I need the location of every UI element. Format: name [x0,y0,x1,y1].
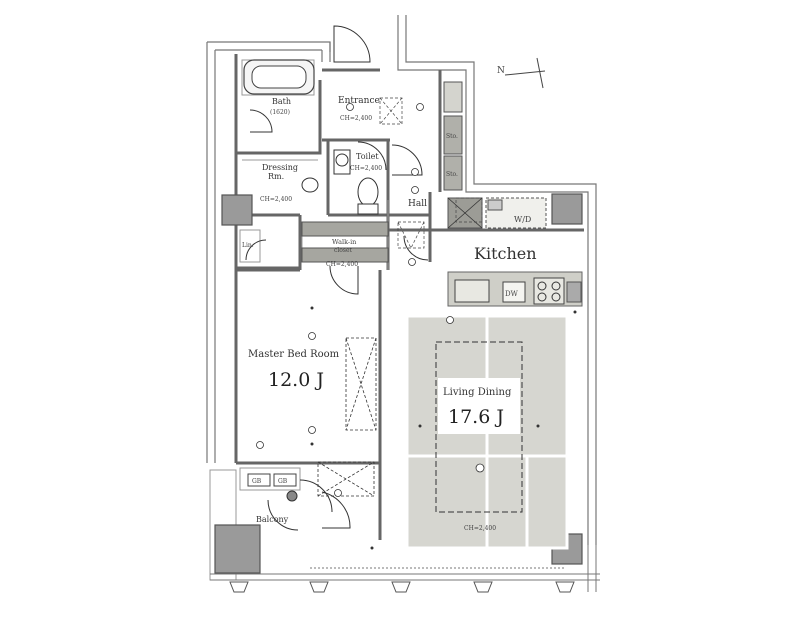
toilet-label: Toilet [356,152,379,161]
storage2-label: Sto. [446,171,458,178]
bath-size: (1620) [270,109,290,116]
walkin-label-1: Walk-in [332,238,356,246]
bathtub [243,59,315,95]
storage-units: Sto. Sto. [443,81,463,191]
bathroom-fixtures [301,149,379,215]
wardrobe [345,337,377,431]
downlights [310,306,577,550]
columns [214,193,583,574]
interior-walls [234,54,584,540]
room-labels: Bath (1620) Entrance CH=2,400 Dressing R… [242,96,537,532]
compass: N [497,57,546,89]
kitchen-counter: DW [447,271,583,307]
entrance-zones [379,97,483,249]
storage1-label: Sto. [446,133,458,140]
dressing-label-2: Rm. [268,172,284,181]
balcony-wardrobe [317,461,375,497]
bath-label: Bath [272,97,291,106]
gb1-label: GB [252,478,262,485]
living-size: 17.6 J [448,406,504,428]
hall-label: Hall [408,199,427,209]
south-windows [210,545,600,592]
exterior-walls [206,15,597,545]
toilet-ceiling: CH=2,400 [350,165,382,172]
living-ceiling: CH=2,400 [464,525,496,532]
living-label-box [438,378,520,434]
washer-label: W/D [514,215,531,224]
compass-north-label: N [497,66,505,76]
walkin-ceiling: CH=2,400 [326,261,358,268]
dishwasher-label: DW [505,290,519,298]
living-rug-outline [435,341,523,513]
door-swings [245,25,429,531]
ceiling-lights [256,103,485,497]
entrance-label: Entrance [338,96,380,106]
dressing-ceiling: CH=2,400 [260,196,292,203]
linen-label: Lin. [242,242,254,249]
walkin-label-2: closet [334,247,353,254]
master-bed-label: Master Bed Room [248,349,340,360]
railing-posts [229,581,575,593]
kitchen-label: Kitchen [474,244,537,263]
dressing-label-1: Dressing [262,163,298,172]
entrance-ceiling: CH=2,400 [340,115,372,122]
gb2-label: GB [278,478,288,485]
living-label: Living Dining [443,387,512,398]
kitchen-upper-cabinets: W/D [447,197,547,229]
walkin-shelves [301,221,389,263]
master-bed-size: 12.0 J [268,369,324,391]
balcony-label: Balcony [256,515,289,524]
balcony-units: GB GB [247,473,298,502]
